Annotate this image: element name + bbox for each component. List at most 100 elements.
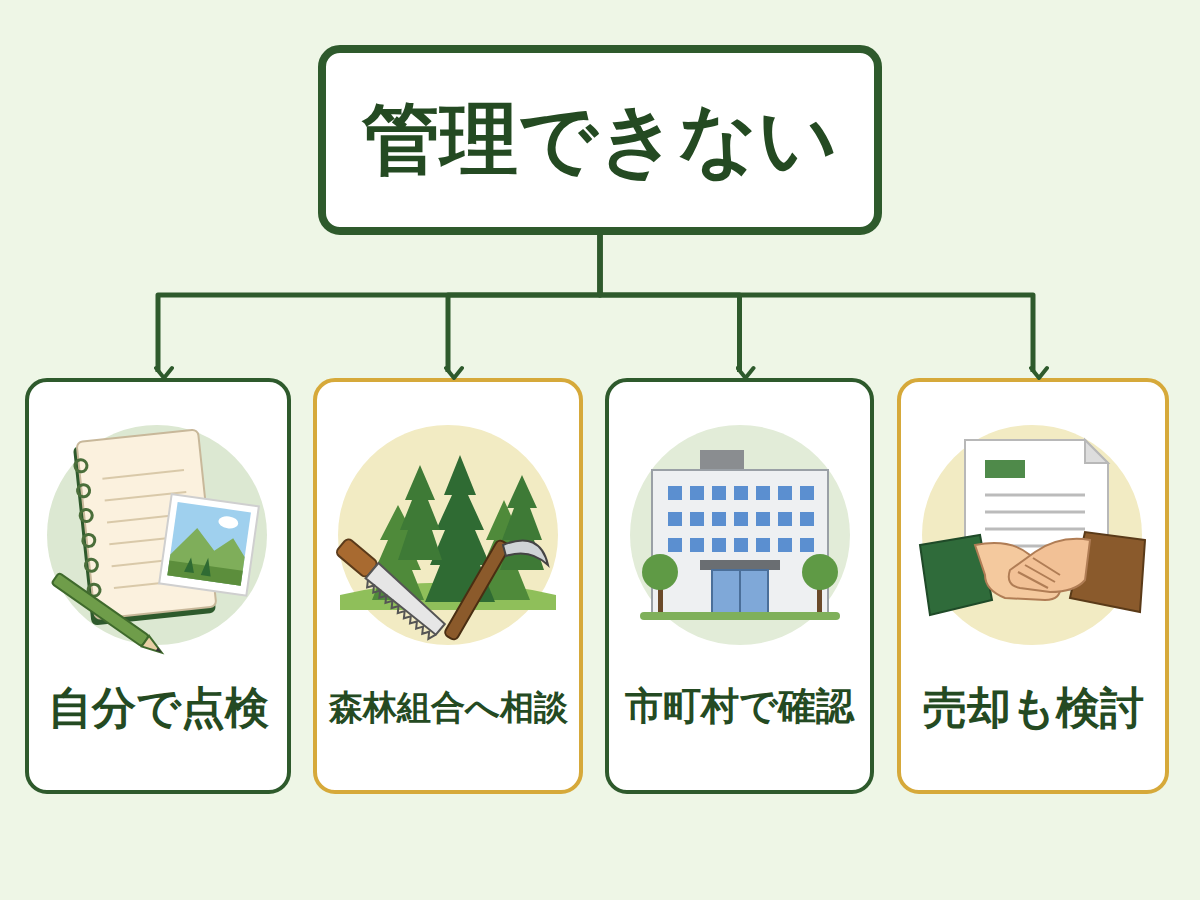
notebook-illustration-part (167, 502, 251, 586)
handshake-contract-illustration (920, 425, 1145, 645)
municipal-building-illustration-part (668, 486, 814, 552)
notebook-illustration-part (159, 494, 259, 595)
notebook-illustration-part (77, 484, 90, 497)
municipal-building-illustration-part (734, 512, 748, 526)
handshake-contract-illustration-part (922, 425, 1142, 645)
notebook-illustration-part (156, 648, 163, 655)
municipal-building-illustration-part (712, 512, 726, 526)
option-label: 市町村で確認 (625, 686, 854, 728)
municipal-building-illustration-part (802, 554, 838, 590)
municipal-building-illustration-part (756, 486, 770, 500)
forest-tools-illustration-part (443, 539, 510, 641)
municipal-building-illustration-part (712, 486, 726, 500)
handshake-contract-illustration-part (1009, 539, 1090, 592)
option-box: 市町村で確認 (605, 378, 874, 794)
handshake-contract-illustration-part (1018, 558, 1060, 588)
municipal-building-illustration-part (668, 486, 682, 500)
notebook-illustration-part (82, 534, 95, 547)
notebook-illustration-part (47, 425, 267, 645)
municipal-building-illustration-part (756, 512, 770, 526)
municipal-building-illustration-part (756, 538, 770, 552)
forest-tools-illustration-part (364, 579, 436, 641)
forest-tools-illustration-part (372, 505, 424, 600)
split-arrow (600, 235, 1033, 372)
forest-tools-illustration-part (366, 563, 448, 636)
municipal-building-illustration-part (712, 570, 768, 615)
option-label: 売却も検討 (923, 684, 1144, 732)
municipal-building-illustration-part (690, 486, 704, 500)
notebook-illustration-part (72, 429, 217, 625)
forest-tools-illustration-part (443, 539, 548, 641)
municipal-building-illustration-part (778, 486, 792, 500)
municipal-building-illustration-part (640, 612, 840, 620)
municipal-building-illustration-part (712, 538, 726, 552)
notebook-illustration-part (112, 558, 194, 567)
municipal-building-illustration-part (690, 538, 704, 552)
notebook-illustration-part (102, 470, 184, 479)
notebook-illustration-part (80, 509, 93, 522)
handshake-contract-illustration-part (1070, 532, 1145, 612)
handshake-contract-illustration-part (985, 460, 1025, 478)
handshake-contract-illustration-part (985, 528, 1085, 531)
notebook-illustration (47, 425, 267, 658)
handshake-contract-illustration-part (920, 535, 992, 615)
forest-tools-illustration-part (503, 541, 548, 566)
forest-tools-illustration-part (478, 500, 530, 600)
notebook-illustration-part (114, 582, 176, 588)
municipal-building-illustration-part (630, 425, 850, 645)
municipal-building-illustration-part (668, 538, 682, 552)
municipal-building-illustration-part (778, 512, 792, 526)
forest-tools-illustration-part (425, 455, 495, 602)
municipal-building-illustration-part (652, 470, 828, 615)
root-box: 管理できない (318, 45, 882, 235)
notebook-illustration-part (52, 573, 150, 647)
handshake-contract-illustration-part (965, 440, 1108, 590)
notebook-illustration-part (218, 515, 239, 530)
notebook-illustration-part (167, 561, 242, 586)
handshake-contract-illustration-part (985, 511, 1085, 514)
forest-tools-illustration-part (338, 425, 558, 645)
root-label: 管理できない (362, 97, 838, 183)
municipal-building-illustration-part (817, 585, 822, 615)
handshake-contract-illustration-part (985, 545, 1060, 548)
municipal-building-illustration-part (734, 486, 748, 500)
forest-tools-illustration (331, 425, 558, 645)
option-box: 自分で点検 (25, 378, 291, 794)
forest-tools-illustration-part (340, 583, 556, 611)
municipal-building-illustration-part (642, 554, 678, 590)
municipal-building-illustration-part (700, 560, 780, 570)
notebook-illustration-part (52, 573, 166, 658)
notebook-illustration-part (184, 555, 213, 577)
municipal-building-illustration-part (800, 512, 814, 526)
notebook-illustration-part (73, 433, 216, 625)
notebook-illustration-part (107, 514, 189, 523)
notebook-illustration-part (142, 636, 166, 658)
option-label: 自分で点検 (48, 684, 269, 732)
notebook-illustration-part (167, 525, 247, 586)
handshake-contract-illustration-part (1085, 440, 1108, 463)
forest-tools-illustration-part (500, 475, 544, 570)
notebook-illustration-part (109, 536, 191, 545)
forest-tools-illustration-part (398, 465, 442, 560)
notebook-illustration-part (87, 584, 100, 597)
municipal-building-illustration-part (778, 538, 792, 552)
municipal-building-illustration-part (690, 512, 704, 526)
municipal-building-illustration-part (739, 570, 741, 615)
notebook-illustration-part (105, 492, 187, 501)
split-arrow (158, 235, 600, 372)
handshake-contract-illustration-part (985, 494, 1085, 497)
municipal-building-illustration-part (658, 585, 663, 615)
connector-layer (158, 235, 1033, 372)
option-box: 森林組合へ相談 (313, 378, 583, 794)
municipal-building-illustration-part (700, 450, 744, 470)
split-arrow (600, 235, 740, 372)
notebook-illustration-part (76, 429, 216, 619)
municipal-building-illustration-part (734, 538, 748, 552)
handshake-contract-illustration-part (975, 543, 1060, 600)
municipal-building-illustration (630, 425, 850, 645)
notebook-illustration-part (159, 494, 259, 595)
municipal-building-illustration-part (800, 538, 814, 552)
